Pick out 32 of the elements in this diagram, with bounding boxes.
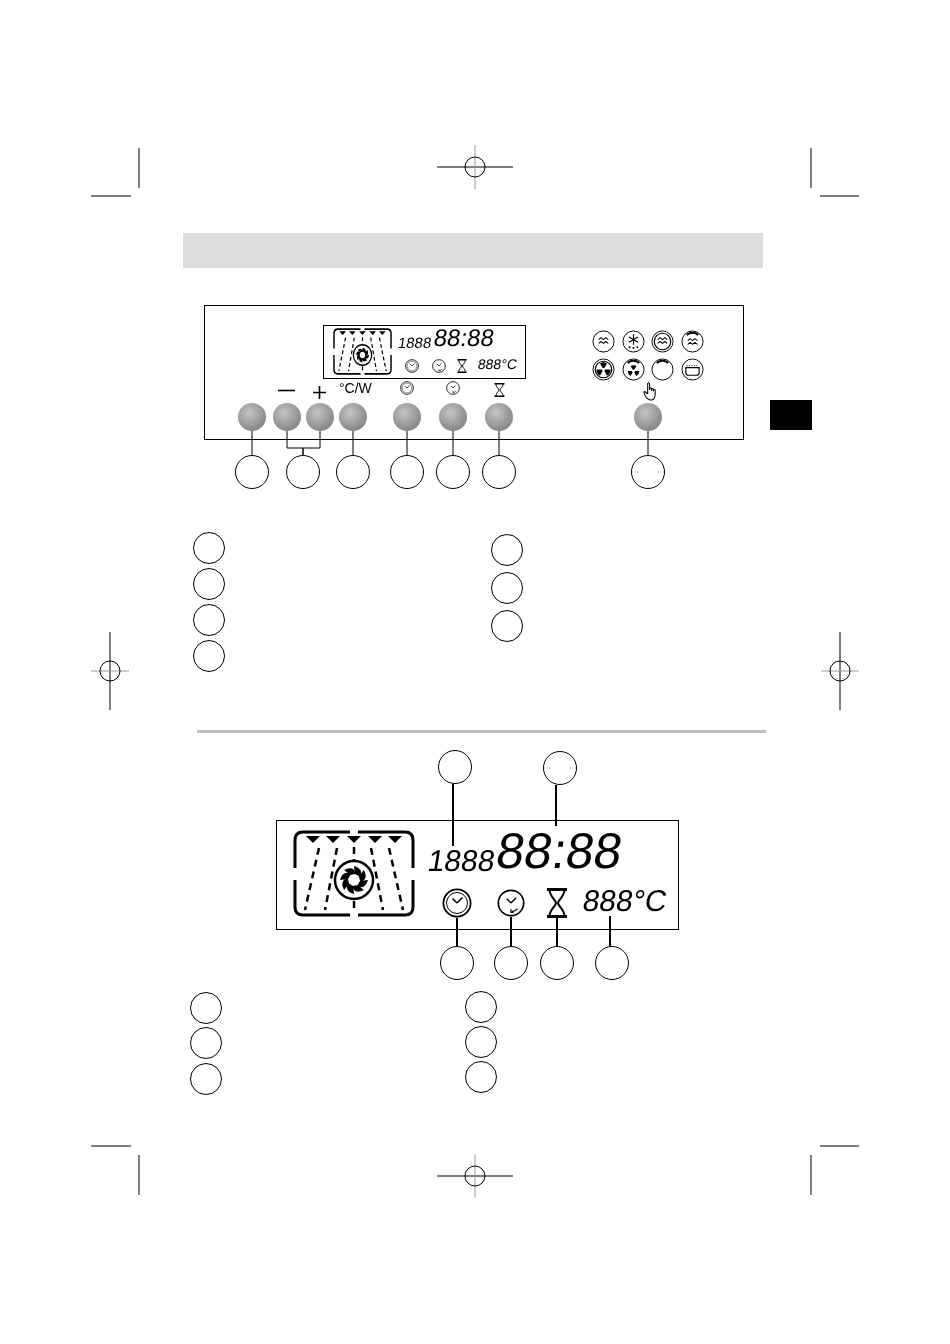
push-button	[273, 403, 301, 431]
digit-readout: 1888	[396, 335, 433, 350]
clock-icon	[497, 889, 525, 917]
push-button	[439, 403, 467, 431]
leader-line	[510, 916, 512, 947]
hourglass-icon	[546, 888, 568, 918]
push-button	[485, 403, 513, 431]
leader-line	[251, 430, 253, 456]
clock-icon	[442, 888, 472, 918]
leader-line	[609, 915, 611, 947]
leader-line	[498, 430, 500, 456]
push-button	[393, 403, 421, 431]
temperature-readout: 888°C	[580, 886, 670, 916]
push-button	[339, 403, 367, 431]
leader-line	[302, 430, 321, 456]
leader-line	[456, 917, 458, 947]
leader-line	[452, 430, 454, 456]
leader-line	[406, 430, 408, 456]
control-panel	[204, 305, 744, 440]
temperature-readout: 888°C	[476, 357, 519, 371]
leader-line	[555, 784, 557, 827]
leader-line	[647, 430, 649, 456]
unit-label: °C/W	[339, 381, 372, 395]
lcd-display	[276, 820, 679, 930]
leader-line	[452, 783, 454, 847]
digit-readout: 88:88	[432, 326, 496, 350]
push-button	[634, 403, 662, 431]
lcd-display	[323, 325, 526, 379]
leader-line	[352, 430, 354, 456]
push-button	[306, 403, 334, 431]
push-button	[238, 403, 266, 431]
leader-line	[556, 917, 558, 947]
